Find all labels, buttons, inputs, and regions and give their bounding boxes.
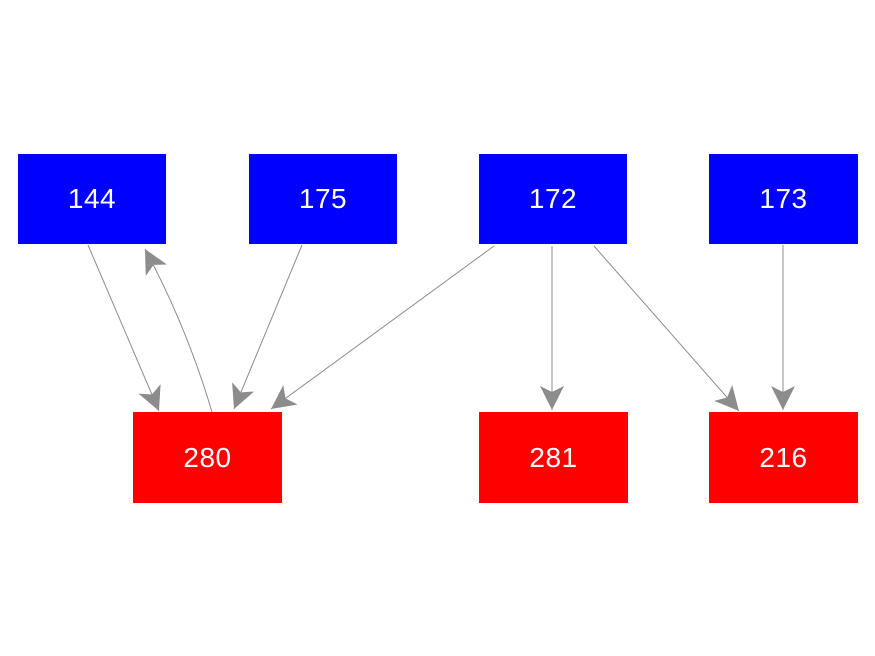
edge-175-to-280 — [232, 244, 303, 410]
node-175[interactable]: 175 — [249, 154, 397, 244]
node-label: 281 — [529, 441, 578, 473]
node-label: 280 — [183, 441, 232, 473]
node-173[interactable]: 173 — [709, 154, 858, 244]
node-label: 144 — [67, 183, 117, 214]
node-label: 173 — [759, 183, 808, 214]
edge-144-to-280 — [87, 244, 161, 412]
node-144[interactable]: 144 — [18, 154, 166, 244]
node-label: 216 — [759, 441, 808, 473]
node-280[interactable]: 280 — [133, 412, 282, 503]
node-172[interactable]: 172 — [479, 154, 627, 244]
node-label: 175 — [298, 183, 348, 214]
node-281[interactable]: 281 — [479, 412, 628, 503]
edge-172-to-280 — [270, 245, 495, 410]
edge-172-to-216 — [593, 245, 740, 412]
node-label: 172 — [528, 183, 578, 214]
edge-280-to-144 — [144, 248, 213, 413]
node-216[interactable]: 216 — [709, 412, 858, 503]
